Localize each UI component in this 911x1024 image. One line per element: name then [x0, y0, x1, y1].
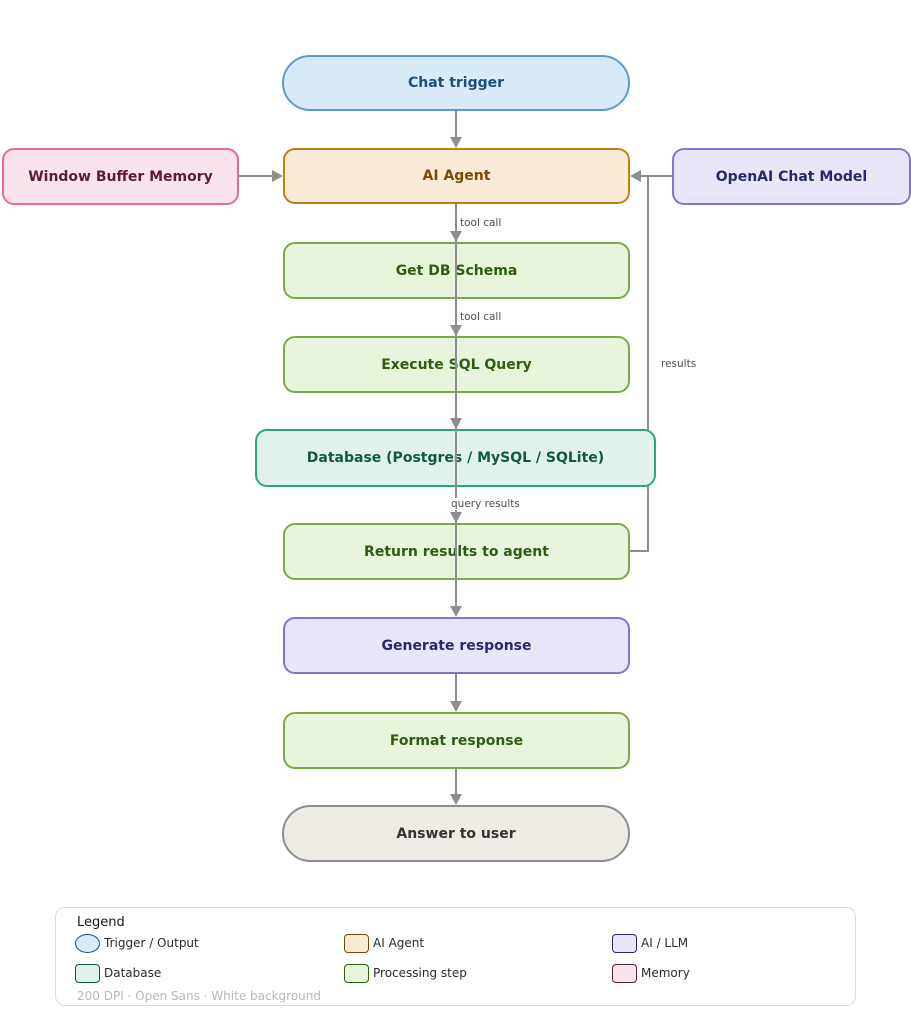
database-swatch-icon: [75, 964, 100, 983]
edge-label-tool-call-2: tool call: [460, 311, 502, 323]
trigger-output-swatch-icon: [75, 934, 100, 953]
edge-results-feedback-vertical: [647, 176, 649, 551]
arrowhead-into-get-db-schema: [450, 231, 462, 242]
edge-format-to-answer: [455, 769, 457, 795]
node-generate-response: Generate response: [283, 617, 630, 674]
legend-item-label: Memory: [641, 966, 690, 980]
edge-memory-to-agent: [239, 175, 273, 177]
arrowhead-llm-into-agent: [630, 170, 641, 182]
ai-llm-swatch-icon: [612, 934, 637, 953]
edge-llm-to-agent: [641, 175, 672, 177]
edge-results-feedback-horizontal: [630, 550, 649, 552]
edge-generate-to-format: [455, 674, 457, 702]
legend-item-label: AI / LLM: [641, 936, 689, 950]
arrowhead-into-format-response: [450, 701, 462, 712]
legend-item-label: Trigger / Output: [104, 936, 199, 950]
node-format-response: Format response: [283, 712, 630, 769]
arrowhead-into-answer: [450, 794, 462, 805]
node-answer-to-user: Answer to user: [282, 805, 630, 862]
node-chat-trigger: Chat trigger: [282, 55, 630, 111]
memory-swatch-icon: [612, 964, 637, 983]
legend-item-label: Processing step: [373, 966, 467, 980]
arrowhead-into-generate-response: [450, 606, 462, 617]
legend-item-label: AI Agent: [373, 936, 425, 950]
edge-label-results: results: [661, 358, 697, 370]
edge-main-spine: [455, 204, 457, 608]
edge-label-tool-call-1: tool call: [460, 217, 502, 229]
legend-title: Legend: [77, 915, 125, 930]
arrowhead-into-database: [450, 418, 462, 429]
arrowhead-into-ai-agent: [450, 137, 462, 148]
node-window-buffer-memory: Window Buffer Memory: [2, 148, 239, 205]
ai-agent-swatch-icon: [344, 934, 369, 953]
arrowhead-into-return-results: [450, 512, 462, 523]
processing-step-swatch-icon: [344, 964, 369, 983]
node-ai-agent: AI Agent: [283, 148, 630, 204]
arrowhead-into-execute-sql-query: [450, 325, 462, 336]
legend-item-label: Database: [104, 966, 162, 980]
arrowhead-memory-into-agent: [272, 170, 283, 182]
edge-label-query-results: query results: [449, 498, 522, 510]
node-openai-chat-model: OpenAI Chat Model: [672, 148, 911, 205]
edge-trigger-to-agent: [455, 111, 457, 139]
legend-footer-note: 200 DPI · Open Sans · White background: [77, 989, 321, 1003]
legend-panel: Legend Trigger / Output AI Agent AI / LL…: [55, 907, 856, 1006]
